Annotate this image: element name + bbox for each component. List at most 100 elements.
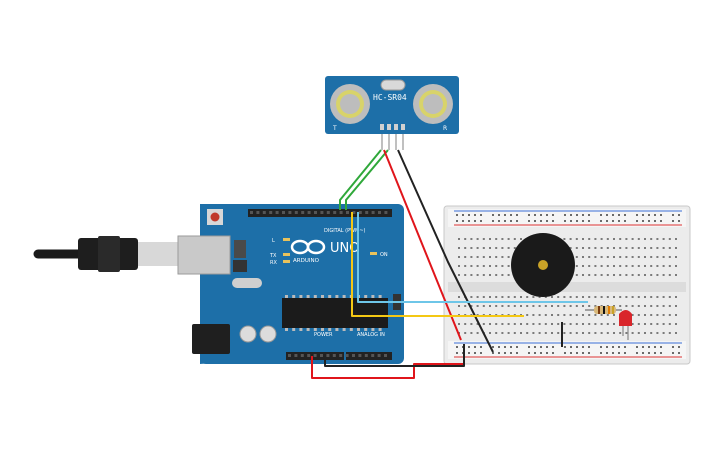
- red-led[interactable]: [619, 310, 632, 340]
- header-pin: [384, 211, 388, 214]
- rail-hole: [528, 220, 530, 222]
- terminal-hole: [470, 247, 473, 249]
- dc-power-jack: [192, 324, 230, 354]
- terminal-hole: [631, 332, 634, 334]
- terminal-hole: [594, 314, 597, 316]
- on-led-label: ON: [380, 252, 388, 258]
- terminal-hole: [606, 274, 609, 276]
- resistor[interactable]: [585, 306, 622, 314]
- header-pin: [314, 211, 317, 214]
- terminal-hole: [513, 305, 516, 307]
- terminal-hole: [668, 314, 671, 316]
- terminal-hole: [557, 296, 560, 298]
- terminal-hole: [625, 247, 628, 249]
- terminal-hole: [582, 274, 584, 276]
- piezo-buzzer[interactable]: [511, 233, 575, 297]
- rail-hole: [474, 352, 476, 354]
- rail-hole: [588, 220, 590, 222]
- header-pin: [307, 354, 311, 357]
- rail-hole: [480, 352, 482, 354]
- terminal-hole: [600, 247, 603, 249]
- terminal-hole: [637, 265, 640, 267]
- terminal-hole: [544, 323, 547, 325]
- terminal-hole: [569, 332, 572, 334]
- terminal-hole: [482, 238, 485, 240]
- terminal-hole: [656, 323, 659, 325]
- rail-hole: [618, 352, 620, 354]
- terminal-hole: [588, 256, 591, 258]
- terminal-hole: [464, 305, 467, 307]
- rail-hole: [648, 214, 650, 216]
- terminal-hole: [662, 265, 665, 267]
- terminal-hole: [513, 296, 516, 298]
- hc-sr04-sensor[interactable]: HC-SR04 T R: [325, 76, 459, 150]
- terminal-hole: [631, 305, 634, 307]
- header-pin: [294, 211, 298, 214]
- terminal-hole: [675, 323, 677, 325]
- terminal-hole: [470, 238, 473, 240]
- rail-hole: [624, 352, 626, 354]
- terminal-hole: [551, 296, 553, 298]
- terminal-hole: [625, 305, 628, 307]
- rail-hole: [498, 214, 500, 216]
- terminal-hole: [476, 238, 479, 240]
- terminal-hole: [644, 247, 646, 249]
- rail-hole: [654, 352, 656, 354]
- rail-hole: [576, 352, 578, 354]
- terminal-hole: [495, 332, 498, 334]
- terminal-hole: [675, 314, 677, 316]
- terminal-hole: [656, 305, 659, 307]
- terminal-hole: [464, 256, 467, 258]
- rail-hole: [612, 214, 614, 216]
- terminal-hole: [489, 296, 491, 298]
- header-pin: [346, 211, 349, 214]
- terminal-hole: [600, 314, 603, 316]
- header-pin: [339, 354, 343, 357]
- digital-header: [248, 209, 392, 217]
- terminal-hole: [668, 332, 671, 334]
- rail-hole: [660, 346, 662, 348]
- terminal-hole: [582, 247, 584, 249]
- terminal-hole: [575, 296, 578, 298]
- arduino-uno-board[interactable]: UNO ARDUINO DIGITAL (PWM~) AREF L TX RX …: [33, 188, 404, 364]
- rail-hole: [516, 346, 518, 348]
- terminal-hole: [476, 247, 479, 249]
- rail-hole: [498, 352, 500, 354]
- wires[interactable]: [311, 149, 588, 379]
- terminal-hole: [631, 323, 634, 325]
- rail-hole: [528, 214, 530, 216]
- terminal-hole: [675, 238, 677, 240]
- rail-hole: [504, 214, 506, 216]
- terminal-hole: [662, 305, 665, 307]
- chip-pin: [328, 328, 332, 331]
- rail-hole: [462, 220, 464, 222]
- terminal-hole: [489, 238, 491, 240]
- terminal-hole: [675, 296, 677, 298]
- rail-hole: [534, 352, 536, 354]
- terminal-hole: [675, 305, 677, 307]
- terminal-hole: [582, 296, 584, 298]
- bottom-rail-holes: [456, 346, 680, 354]
- terminal-hole: [650, 238, 653, 240]
- terminal-hole: [644, 296, 646, 298]
- chip-pin: [292, 328, 296, 331]
- rail-hole: [624, 220, 626, 222]
- terminal-hole: [507, 323, 510, 325]
- terminal-hole: [563, 323, 566, 325]
- terminal-hole: [650, 323, 653, 325]
- header-pin: [275, 211, 279, 214]
- chip-pin: [335, 328, 339, 331]
- header-pin: [294, 354, 298, 357]
- header-pin: [345, 354, 349, 357]
- rail-hole: [660, 352, 662, 354]
- terminal-hole: [538, 323, 541, 325]
- rail-hole: [516, 220, 518, 222]
- rail-hole: [654, 214, 656, 216]
- terminal-hole: [619, 238, 622, 240]
- terminal-hole: [470, 296, 473, 298]
- terminal-hole: [544, 305, 547, 307]
- header-pin: [352, 211, 356, 214]
- analog-header-label: ANALOG IN: [357, 332, 385, 338]
- rail-hole: [570, 220, 572, 222]
- chip-pin: [321, 295, 324, 298]
